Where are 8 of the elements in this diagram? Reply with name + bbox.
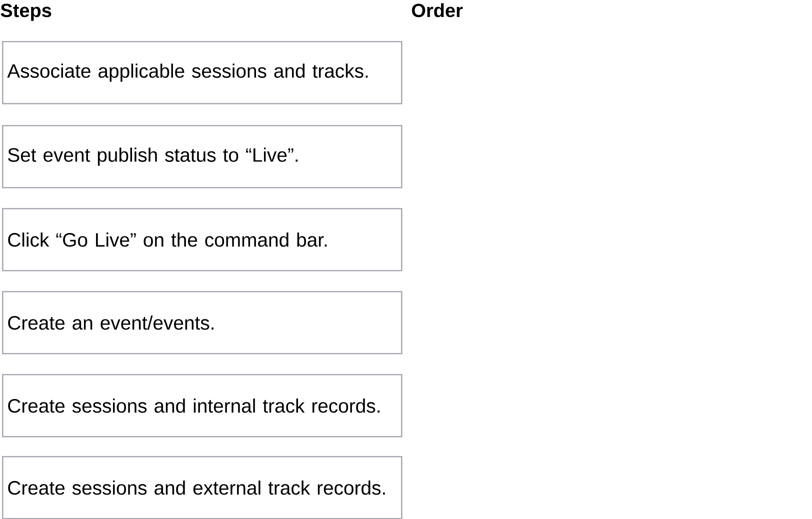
step-box: Create sessions and external track records. [2, 456, 402, 519]
step-box: Associate applicable sessions and tracks. [2, 41, 402, 104]
step-box: Set event publish status to “Live”. [2, 125, 402, 188]
step-box: Create an event/events. [2, 291, 402, 354]
column-heading: Order [412, 3, 463, 18]
column-heading: Steps [0, 4, 52, 21]
step-box: Click “Go Live” on the command bar. [2, 208, 402, 272]
step-box: Create sessions and internal track records. [2, 374, 402, 438]
